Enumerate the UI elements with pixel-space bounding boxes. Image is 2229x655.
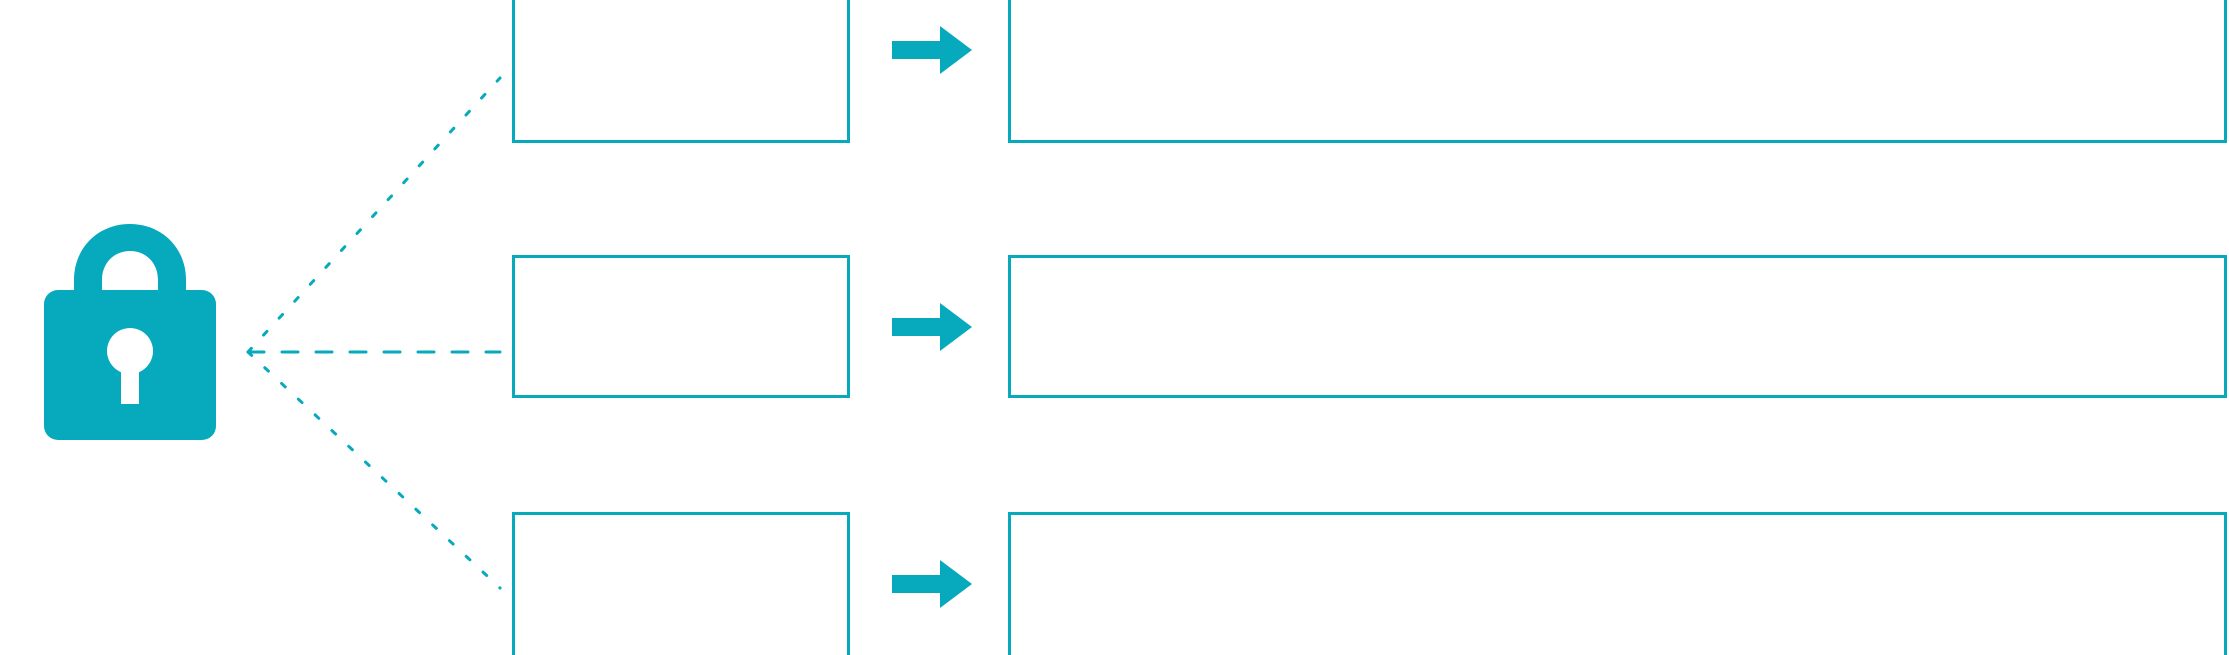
diagram-row bbox=[0, 0, 2229, 146]
primary-box-label bbox=[515, 515, 847, 535]
diagram-row bbox=[0, 512, 2229, 655]
primary-box-label bbox=[515, 0, 847, 20]
arrow-right-icon bbox=[892, 26, 972, 74]
secondary-box[interactable] bbox=[1008, 512, 2227, 655]
arrow-right-icon bbox=[892, 303, 972, 351]
primary-box[interactable] bbox=[512, 0, 850, 143]
primary-box[interactable] bbox=[512, 255, 850, 398]
lock-icon bbox=[40, 218, 220, 442]
secondary-box[interactable] bbox=[1008, 255, 2227, 398]
arrow-right-icon bbox=[892, 560, 972, 608]
primary-box-label bbox=[515, 258, 847, 278]
diagram-row bbox=[0, 255, 2229, 398]
primary-box[interactable] bbox=[512, 512, 850, 655]
secondary-box-label bbox=[1011, 258, 2224, 278]
secondary-box-label bbox=[1011, 0, 2224, 20]
secondary-box-label bbox=[1011, 515, 2224, 535]
secondary-box[interactable] bbox=[1008, 0, 2227, 143]
